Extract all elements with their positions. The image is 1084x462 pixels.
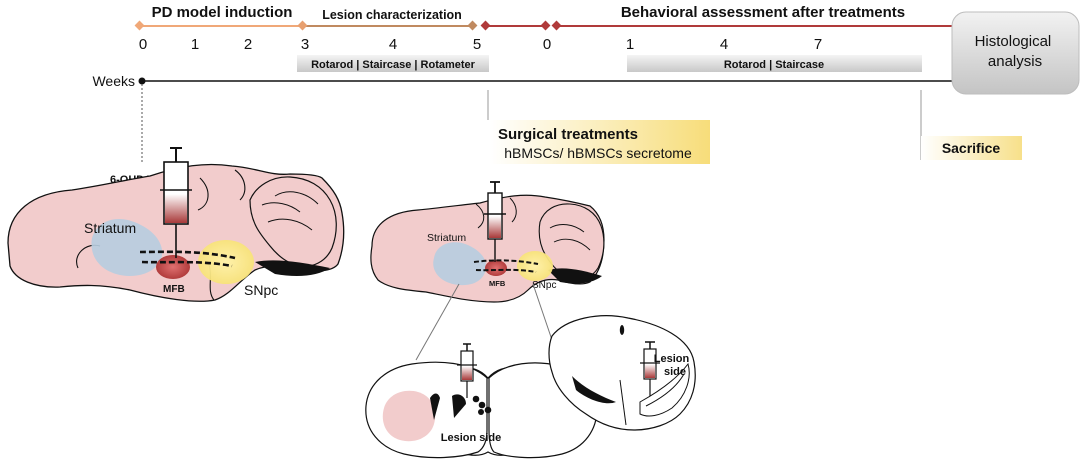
test-bar-assessment bbox=[627, 55, 922, 72]
week-tick: 0 bbox=[543, 36, 551, 53]
ventricle-right bbox=[452, 394, 466, 418]
mfb-label-small: MFB bbox=[489, 279, 506, 288]
lesion-dot bbox=[484, 406, 492, 414]
week-tick: 1 bbox=[626, 36, 634, 53]
nigrostriatal-pathway-large bbox=[139, 250, 236, 260]
nigrostriatal-pathway-small bbox=[475, 268, 537, 273]
nigrostriatal-pathway-small bbox=[473, 259, 539, 265]
cerebellum-fold bbox=[267, 218, 313, 231]
lesion-dot bbox=[478, 401, 486, 409]
snpc-label-small: SNpc bbox=[532, 280, 556, 291]
phase-title-assessment: Behavioral assessment after treatments bbox=[621, 4, 905, 21]
brainstem-small bbox=[548, 268, 602, 284]
mfb-label-large: MFB bbox=[163, 284, 185, 295]
cortex-fold bbox=[475, 203, 485, 229]
axis-label-weeks: Weeks bbox=[92, 73, 135, 89]
week-tick: 2 bbox=[244, 36, 252, 53]
striatum-coronal bbox=[382, 390, 436, 442]
cerebellum-fold bbox=[553, 238, 591, 251]
striatum-label-small: Striatum bbox=[427, 232, 466, 244]
mfb-large bbox=[156, 255, 190, 279]
coronal-section-midbrain: Lesion side bbox=[548, 315, 696, 431]
histological-analysis-line-2: analysis bbox=[988, 53, 1042, 70]
sacrifice-background bbox=[921, 136, 1022, 160]
cerebellum-fold bbox=[274, 191, 319, 205]
test-bar-characterization bbox=[297, 55, 489, 72]
week-tick: 4 bbox=[720, 36, 728, 53]
substantia-nigra-left bbox=[572, 376, 616, 404]
aqueduct bbox=[619, 325, 625, 335]
week-tick: 5 bbox=[473, 36, 481, 53]
snpc-large bbox=[198, 240, 254, 284]
sagittal-brain-large: 6-OHDA Striatum SNpc MFB bbox=[7, 147, 345, 302]
lesion-side-label-midbrain: Lesion side bbox=[654, 353, 693, 378]
cerebellum-large bbox=[249, 176, 337, 267]
cerebellum-fold bbox=[549, 224, 585, 233]
lesion-side-line-1: Lesion bbox=[654, 353, 690, 365]
mfb-small bbox=[485, 260, 507, 276]
marker-diamond bbox=[467, 20, 478, 31]
test-bar-characterization-label: Rotarod | Staircase | Rotameter bbox=[311, 59, 476, 71]
axis-origin-dot bbox=[138, 77, 146, 85]
test-bar-assessment-label: Rotarod | Staircase bbox=[724, 59, 824, 71]
week-tick: 7 bbox=[814, 36, 822, 53]
ventricle-left bbox=[430, 393, 440, 420]
brainstem-large bbox=[255, 260, 330, 276]
histological-analysis-line-1: Histological bbox=[975, 33, 1052, 50]
syringe-coronal-striatum bbox=[457, 343, 477, 398]
surgical-treatments-background bbox=[490, 120, 710, 164]
marker-diamond bbox=[134, 20, 145, 31]
lesion-dot bbox=[472, 395, 480, 403]
cortex-fold bbox=[234, 169, 246, 201]
syringe-large bbox=[160, 147, 192, 258]
histological-analysis-label: Histological analysis bbox=[975, 33, 1056, 70]
lesion-side-label-striatum: Lesion side bbox=[441, 432, 502, 444]
marker-diamond bbox=[480, 20, 491, 31]
cortex-fold bbox=[197, 177, 209, 211]
week-tick: 3 bbox=[301, 36, 309, 53]
marker-diamond bbox=[551, 20, 562, 31]
lesion-side-line-2: side bbox=[664, 366, 686, 378]
cerebellum-fold bbox=[261, 202, 301, 213]
sagittal-brain-small: Striatum SNpc MFB bbox=[370, 181, 605, 361]
striatum-label-large: Striatum bbox=[84, 220, 136, 236]
syringe-coronal-midbrain bbox=[640, 341, 660, 396]
surgical-treatments-subtitle: hBMSCs/ hBMSCs secretome bbox=[504, 145, 692, 161]
week-tick: 4 bbox=[389, 36, 397, 53]
timeline: PD model induction Lesion characterizati… bbox=[92, 4, 1080, 162]
phase-title-characterization: Lesion characterization bbox=[322, 8, 462, 22]
marker-diamond bbox=[297, 20, 308, 31]
week-tick: 0 bbox=[139, 36, 147, 53]
striatum-small bbox=[433, 242, 486, 286]
peduncle-right-inner bbox=[645, 373, 685, 407]
sacrifice-label: Sacrifice bbox=[942, 140, 1001, 156]
lesion-dot bbox=[478, 409, 484, 415]
cortex-fold bbox=[509, 197, 517, 223]
midline bbox=[619, 379, 627, 426]
sacrifice-box: Sacrifice bbox=[921, 136, 1022, 160]
surgical-treatments-title: Surgical treatments bbox=[498, 126, 638, 143]
connector-line-striatum bbox=[415, 283, 460, 361]
marker-diamond bbox=[540, 20, 551, 31]
syringe-small bbox=[484, 181, 506, 262]
phase-title-induction: PD model induction bbox=[152, 4, 293, 21]
week-tick: 1 bbox=[191, 36, 199, 53]
surgical-treatments-box: Surgical treatments hBMSCs/ hBMSCs secre… bbox=[490, 120, 710, 164]
snpc-small bbox=[517, 251, 553, 281]
connector-line-midbrain bbox=[532, 283, 553, 341]
snpc-label-large: SNpc bbox=[244, 282, 278, 298]
histological-analysis-box bbox=[951, 11, 1080, 95]
